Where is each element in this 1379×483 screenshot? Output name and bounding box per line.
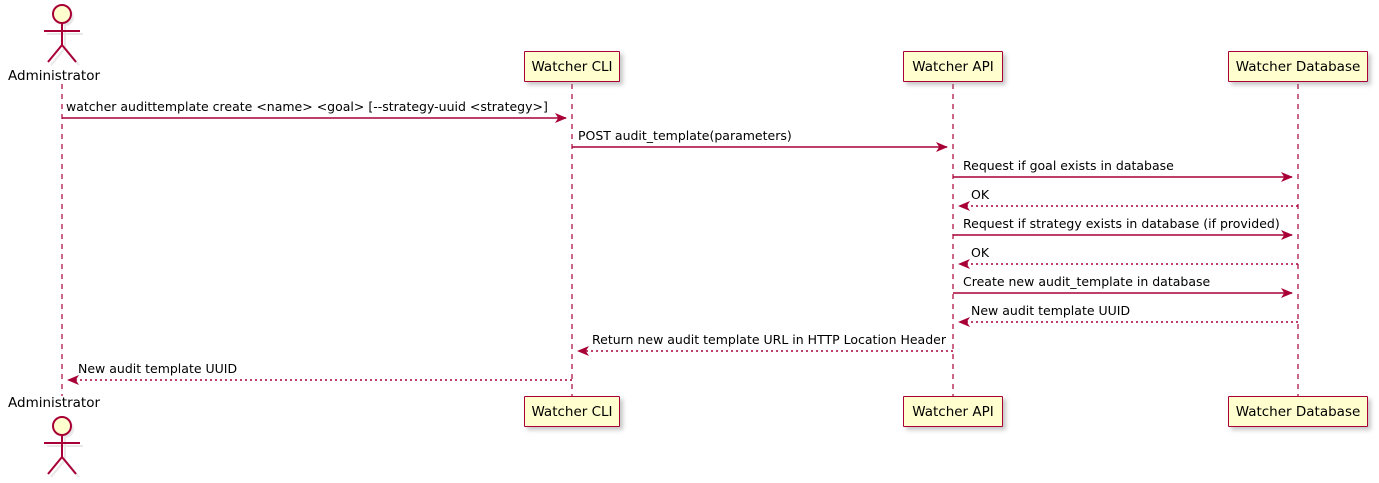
message-label-2: POST audit_template(parameters): [578, 128, 792, 143]
message-label-10: New audit template UUID: [78, 361, 238, 376]
message-label-9: Return new audit template URL in HTTP Lo…: [592, 332, 946, 347]
participant-box-watcher-cli-bottom[interactable]: Watcher CLI: [524, 396, 620, 427]
message-label-7: Create new audit_template in database: [963, 274, 1211, 289]
actor-figure-bottom: [44, 416, 83, 478]
message-label-3: Request if goal exists in database: [963, 158, 1174, 173]
message-label-8: New audit template UUID: [971, 303, 1131, 318]
actor-figure-top: [44, 4, 83, 66]
participant-box-watcher-api-bottom[interactable]: Watcher API: [903, 396, 1003, 427]
message-arrows: [62, 113, 1298, 385]
participant-box-watcher-database-bottom[interactable]: Watcher Database: [1228, 396, 1368, 427]
message-label-1: watcher audittemplate create <name> <goa…: [66, 99, 548, 114]
message-label-5: Request if strategy exists in database (…: [963, 216, 1280, 231]
actor-label-administrator-bottom: Administrator: [8, 395, 101, 411]
participant-box-watcher-database-top[interactable]: Watcher Database: [1228, 51, 1368, 82]
lifelines: [61, 84, 1299, 396]
actor-label-administrator-top: Administrator: [8, 68, 101, 84]
participant-box-watcher-cli-top[interactable]: Watcher CLI: [524, 51, 620, 82]
message-label-6: OK: [971, 245, 990, 260]
participant-box-watcher-api-top[interactable]: Watcher API: [903, 51, 1003, 82]
message-label-4: OK: [971, 187, 990, 202]
